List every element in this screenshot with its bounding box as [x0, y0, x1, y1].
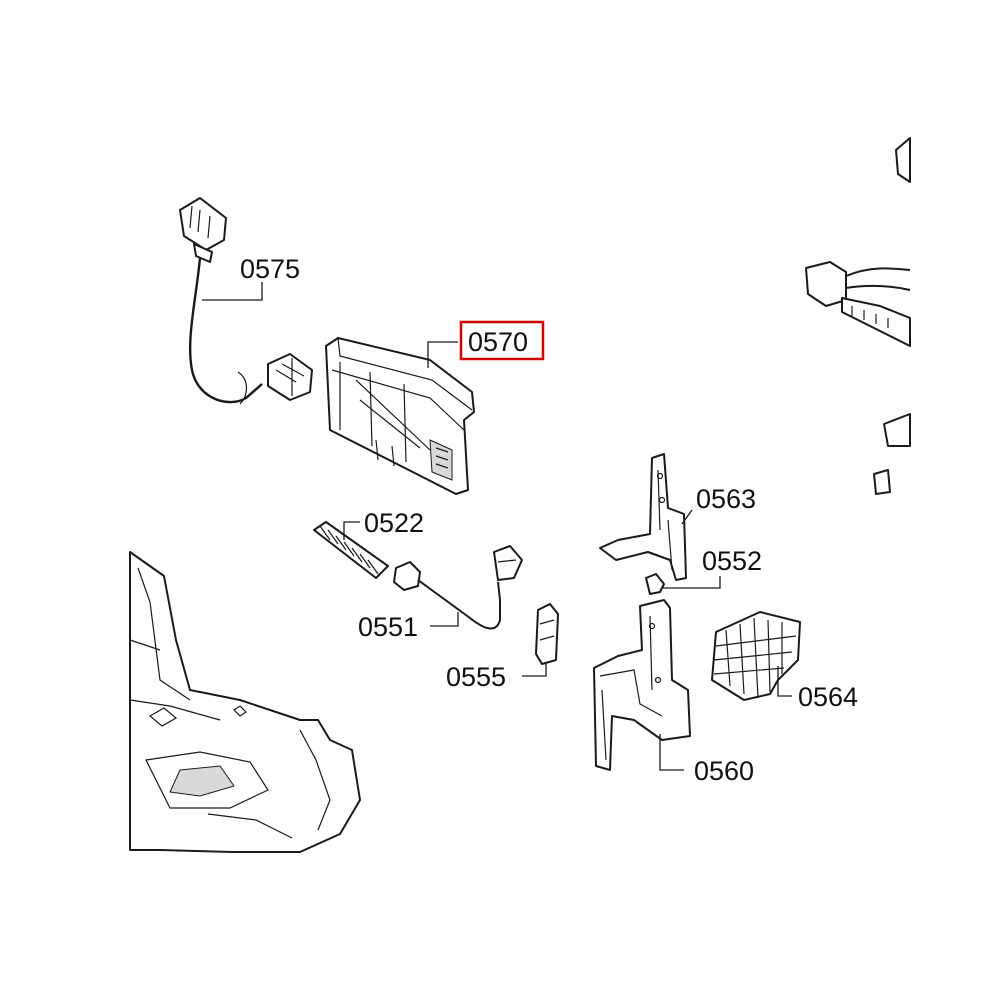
part-label-0564[interactable]: 0564 — [798, 682, 858, 712]
edge-part-top-right — [895, 137, 911, 183]
leader-0552 — [662, 576, 721, 589]
leader-0575 — [202, 282, 263, 301]
mounting-bracket-drawing — [593, 599, 691, 771]
leader-0564 — [777, 666, 792, 697]
leader-0522 — [343, 521, 360, 540]
part-label-0560[interactable]: 0560 — [694, 756, 754, 786]
part-label-0522[interactable]: 0522 — [364, 508, 424, 538]
spring-drawing — [313, 521, 389, 579]
edge-harness-right — [805, 261, 911, 347]
part-label-0570[interactable]: 0570 — [468, 327, 528, 357]
part-label-0575[interactable]: 0575 — [240, 254, 300, 284]
leader-0560 — [659, 734, 684, 771]
clip-drawing — [645, 573, 665, 595]
power-cord-drawing — [179, 197, 313, 405]
edge-part-small-right — [873, 469, 891, 495]
part-label-0551[interactable]: 0551 — [358, 612, 418, 642]
sensor-cable-drawing — [393, 545, 523, 630]
tub-frame-drawing — [129, 551, 361, 853]
leader-0551 — [430, 612, 459, 627]
part-label-0555[interactable]: 0555 — [446, 662, 506, 692]
highlight-box-0570 — [459, 320, 545, 361]
edge-part-mid-right — [883, 413, 911, 447]
leader-0563 — [681, 509, 693, 525]
part-label-0552[interactable]: 0552 — [702, 546, 762, 576]
grid-cover-drawing — [711, 611, 801, 701]
small-connector-drawing — [535, 603, 559, 665]
part-label-0563[interactable]: 0563 — [696, 484, 756, 514]
control-module-drawing — [325, 337, 475, 495]
leader-0555 — [522, 664, 547, 677]
upper-bracket-drawing — [599, 453, 687, 581]
leader-0570 — [427, 341, 458, 368]
